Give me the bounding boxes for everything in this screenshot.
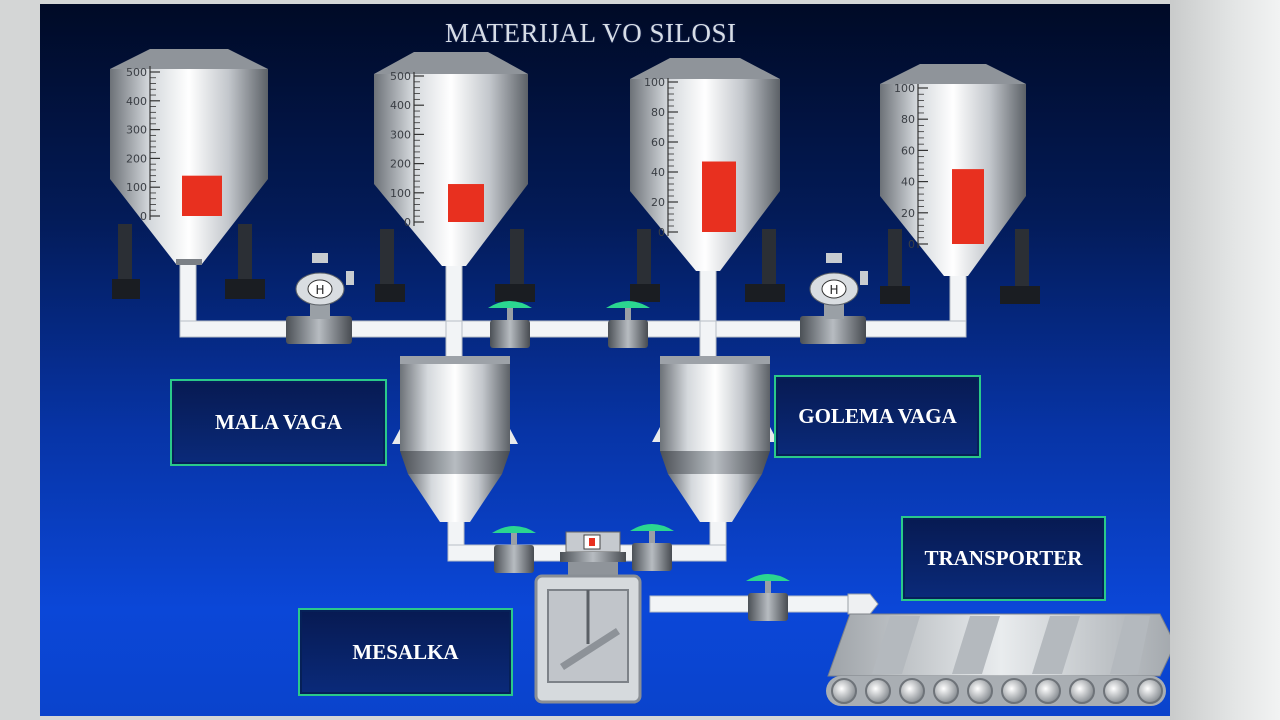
svg-text:H: H [315, 283, 324, 297]
conveyor-roller [967, 678, 993, 704]
manual-valve-icon[interactable] [746, 574, 790, 621]
gauge-tick-label: 0 [658, 226, 665, 239]
silo-3: 100 80 60 40 20 0 [630, 58, 785, 302]
mala-vaga-text: MALA VAGA [215, 410, 342, 434]
gauge-tick-label: 80 [651, 106, 665, 119]
gauge-tick-label: 300 [126, 124, 147, 137]
silo-1-level-fill [182, 175, 222, 216]
gauge-tick-label: 400 [126, 95, 147, 108]
conveyor-roller [899, 678, 925, 704]
gauge-tick-label: 0 [908, 238, 915, 251]
monitor-bezel [1170, 0, 1280, 720]
gauge-tick-label: 100 [126, 181, 147, 194]
conveyor-roller [865, 678, 891, 704]
silo-2: 500 400 300 200 100 0 [374, 52, 535, 302]
silo-4-level-fill [952, 169, 984, 244]
mala-vaga-label[interactable]: MALA VAGA [170, 379, 387, 466]
scada-screen: MATERIJAL VO SILOSI [40, 4, 1170, 716]
gauge-tick-label: 100 [390, 187, 411, 200]
golema-vaga-label[interactable]: GOLEMA VAGA [774, 375, 981, 458]
page-title: MATERIJAL VO SILOSI [445, 18, 737, 48]
conveyor-roller [1069, 678, 1095, 704]
silo-2-level-fill [448, 184, 484, 222]
conveyor-roller [1001, 678, 1027, 704]
gauge-tick-label: 200 [126, 152, 147, 165]
gauge-tick-label: 100 [644, 76, 665, 89]
gauge-tick-label: 500 [126, 66, 147, 79]
manual-valve-icon[interactable] [488, 301, 532, 348]
mesalka-label[interactable]: MESALKA [298, 608, 513, 696]
silo-1: 500 400 300 200 100 0 [110, 49, 268, 299]
motorized-valve-icon[interactable]: H [286, 253, 354, 344]
motorized-valve-icon[interactable]: H [800, 253, 868, 344]
silo-1-level-gauge [182, 175, 222, 216]
conveyor-roller [1137, 678, 1163, 704]
svg-text:H: H [829, 283, 838, 297]
mixer-icon[interactable] [534, 531, 642, 704]
conveyor-roller [933, 678, 959, 704]
manual-valve-icon[interactable] [630, 524, 674, 571]
gauge-tick-label: 0 [404, 216, 411, 229]
conveyor-roller [831, 678, 857, 704]
gauge-tick-label: 100 [894, 82, 915, 95]
gauge-tick-label: 0 [140, 210, 147, 223]
gauge-tick-label: 400 [390, 99, 411, 112]
gauge-tick-label: 60 [651, 136, 665, 149]
gauge-tick-label: 20 [901, 207, 915, 220]
gauge-tick-label: 40 [651, 166, 665, 179]
silo-4: 100 80 60 40 20 0 [880, 64, 1040, 304]
transporter-label[interactable]: TRANSPORTER [901, 516, 1106, 601]
transporter-text: TRANSPORTER [924, 546, 1083, 570]
small-scale-hopper [392, 356, 518, 522]
gauge-tick-label: 200 [390, 158, 411, 171]
conveyor-belt-icon [826, 593, 1170, 706]
mesalka-text: MESALKA [352, 639, 459, 664]
conveyor-roller [1103, 678, 1129, 704]
golema-vaga-text: GOLEMA VAGA [798, 404, 957, 428]
gauge-tick-label: 40 [901, 176, 915, 189]
manual-valve-icon[interactable] [606, 301, 650, 348]
gauge-tick-label: 60 [901, 144, 915, 157]
silo-3-level-fill [702, 161, 736, 232]
gauge-tick-label: 80 [901, 113, 915, 126]
large-scale-hopper [652, 356, 778, 522]
gauge-tick-label: 20 [651, 196, 665, 209]
gauge-tick-label: 500 [390, 70, 411, 83]
conveyor-roller [1035, 678, 1061, 704]
gauge-tick-label: 300 [390, 128, 411, 141]
manual-valve-icon[interactable] [492, 526, 536, 573]
